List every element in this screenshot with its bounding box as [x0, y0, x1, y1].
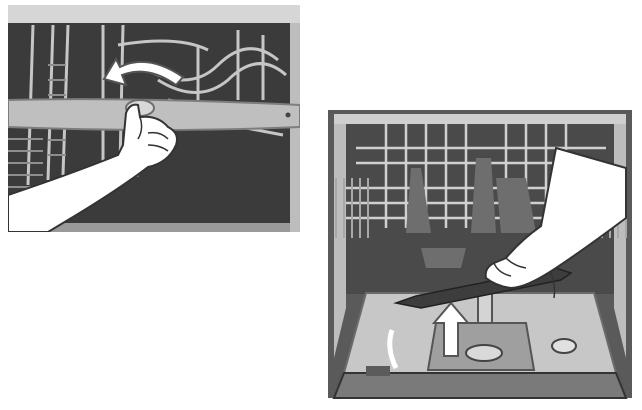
lower-spray-arm-illustration	[326, 108, 636, 408]
door-front	[334, 373, 626, 398]
upper-spray-arm-illustration	[8, 5, 300, 232]
door-latch	[366, 366, 390, 376]
upper-spray-arm-panel	[8, 5, 300, 232]
lower-spray-arm-panel	[326, 108, 636, 408]
cabinet-top-lip	[334, 114, 626, 124]
spray-nozzle	[286, 113, 291, 118]
drain-cap	[552, 339, 576, 353]
filter-cup	[466, 345, 502, 361]
